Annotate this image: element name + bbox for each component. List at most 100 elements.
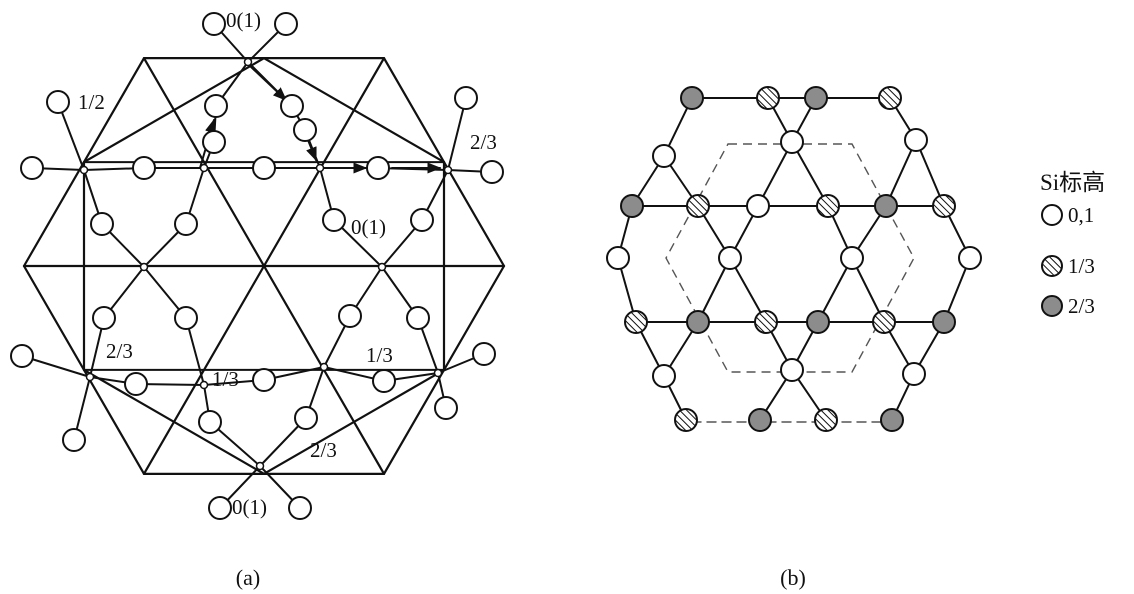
junction-node bbox=[243, 57, 253, 67]
si-atom-gray bbox=[880, 408, 904, 432]
si-atom-hatched bbox=[624, 310, 648, 334]
atom-circle bbox=[252, 156, 276, 180]
junction-node bbox=[255, 461, 265, 471]
legend-item-open: 0,1 bbox=[1041, 203, 1094, 227]
direction-arrows bbox=[199, 65, 442, 174]
atom-circle bbox=[293, 118, 317, 142]
junction-node bbox=[319, 362, 329, 372]
atom-circle bbox=[20, 156, 44, 180]
si-atom-open bbox=[902, 362, 926, 386]
atom-circle bbox=[280, 94, 304, 118]
si-atom-hatched bbox=[754, 310, 778, 334]
bond-line-b bbox=[729, 257, 767, 323]
si-atom-hatched bbox=[686, 194, 710, 218]
panel-a-diagram: 0(1) 1/2 2/3 0(1) 2/3 1/3 1/3 2/3 0(1) (… bbox=[10, 8, 506, 590]
caption-b: (b) bbox=[780, 565, 806, 590]
junction-node bbox=[433, 368, 443, 378]
legend-item-gray: 2/3 bbox=[1041, 294, 1095, 318]
si-atom-open bbox=[780, 358, 804, 382]
atom-circle bbox=[366, 156, 390, 180]
atom-circle bbox=[454, 86, 478, 110]
si-atom-open bbox=[606, 246, 630, 270]
atom-circle bbox=[174, 212, 198, 236]
si-atom-open bbox=[746, 194, 770, 218]
atom-circle bbox=[208, 496, 232, 520]
si-atom-open bbox=[958, 246, 982, 270]
si-atom-hatched bbox=[814, 408, 838, 432]
legend-swatch-open bbox=[1041, 204, 1063, 226]
atom-circle bbox=[10, 344, 34, 368]
atom-circle bbox=[410, 208, 434, 232]
bond-stub bbox=[57, 101, 85, 171]
label-upper-right: 2/3 bbox=[470, 130, 497, 154]
triangle-lattice bbox=[22, 57, 506, 475]
label-lower-left: 2/3 bbox=[106, 339, 133, 363]
atom-circle bbox=[372, 369, 396, 393]
junction-node bbox=[85, 372, 95, 382]
junction-node bbox=[199, 380, 209, 390]
dashed-hexagon bbox=[665, 143, 915, 423]
atom-circle bbox=[288, 496, 312, 520]
si-atom-open bbox=[652, 144, 676, 168]
si-atom-gray bbox=[686, 310, 710, 334]
arrow-diag bbox=[249, 65, 288, 101]
junction-node bbox=[199, 163, 209, 173]
atom-circle bbox=[90, 212, 114, 236]
bond-line-b bbox=[817, 257, 853, 323]
bond-line-b bbox=[791, 141, 829, 207]
si-atom-gray bbox=[874, 194, 898, 218]
label-lower-right-mid: 1/3 bbox=[366, 343, 393, 367]
si-atom-open bbox=[840, 246, 864, 270]
si-atom-gray bbox=[806, 310, 830, 334]
si-atom-open bbox=[780, 130, 804, 154]
caption-a: (a) bbox=[236, 565, 260, 590]
si-atom-gray bbox=[804, 86, 828, 110]
si-atoms bbox=[606, 86, 982, 432]
dashed-hexagon-outline bbox=[665, 143, 915, 373]
junction-node bbox=[315, 163, 325, 173]
junction-node bbox=[443, 165, 453, 175]
atom-circle bbox=[62, 428, 86, 452]
bond-line-b bbox=[885, 139, 917, 207]
label-bottom-right: 2/3 bbox=[310, 438, 337, 462]
atom-circle bbox=[204, 94, 228, 118]
atom-circle bbox=[132, 156, 156, 180]
si-atom-hatched bbox=[932, 194, 956, 218]
junction-nodes bbox=[79, 57, 453, 471]
atom-circle bbox=[472, 342, 496, 366]
atom-circle bbox=[174, 306, 198, 330]
atom-circle bbox=[434, 396, 458, 420]
legend-label-gray: 2/3 bbox=[1068, 294, 1095, 318]
junction-node bbox=[377, 262, 387, 272]
si-atom-hatched bbox=[816, 194, 840, 218]
legend-title: Si标高 bbox=[1040, 170, 1105, 195]
si-atom-hatched bbox=[756, 86, 780, 110]
si-atom-open bbox=[652, 364, 676, 388]
si-atom-gray bbox=[748, 408, 772, 432]
lattice-inner-edge bbox=[262, 368, 446, 475]
panel-b-diagram: (b) bbox=[606, 86, 982, 590]
atom-circle bbox=[480, 160, 504, 184]
atom-circle bbox=[252, 368, 276, 392]
si-atom-open bbox=[904, 128, 928, 152]
legend-label-open: 0,1 bbox=[1068, 203, 1094, 227]
si-atom-gray bbox=[932, 310, 956, 334]
atom-circle bbox=[92, 306, 116, 330]
si-atom-gray bbox=[620, 194, 644, 218]
label-bottom: 0(1) bbox=[232, 495, 267, 519]
lattice-inner-edge bbox=[82, 368, 266, 475]
atom-circle bbox=[338, 304, 362, 328]
atom-circle bbox=[322, 208, 346, 232]
label-top: 0(1) bbox=[226, 8, 261, 32]
si-atom-hatched bbox=[878, 86, 902, 110]
bond-stub bbox=[447, 97, 467, 171]
lattice-inner-edge bbox=[82, 57, 266, 164]
label-upper-left: 1/2 bbox=[78, 90, 105, 114]
bond-line-b bbox=[757, 141, 793, 207]
atom-circle bbox=[46, 90, 70, 114]
si-atom-gray bbox=[680, 86, 704, 110]
legend-swatch-hatched bbox=[1041, 255, 1063, 277]
atom-circle bbox=[406, 306, 430, 330]
si-atom-hatched bbox=[872, 310, 896, 334]
